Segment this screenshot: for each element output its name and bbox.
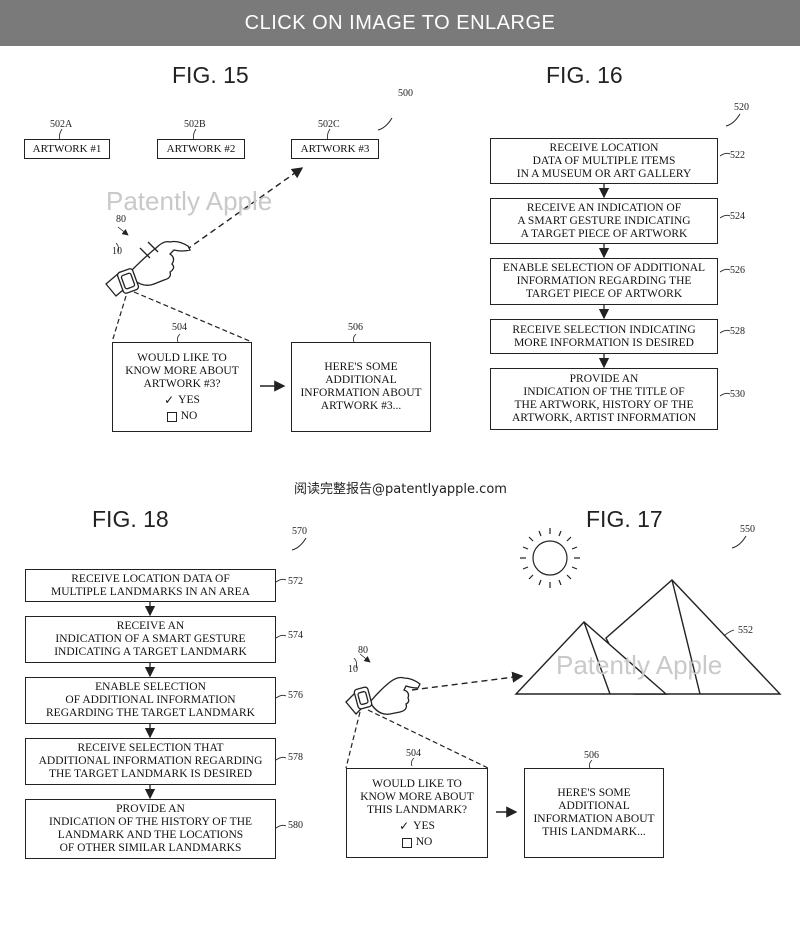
report-link[interactable]: 阅读完整报告@patentlyapple.com [294, 482, 507, 497]
fig16-step-ref: 528 [730, 326, 745, 337]
pyramids-ref: 552 [738, 625, 753, 636]
fig17-gesture-arrow [411, 671, 524, 691]
popup-question: WOULD LIKE TO KNOW MORE ABOUT THIS LANDM… [360, 778, 474, 816]
no-label: NO [415, 836, 433, 848]
fig17-ref-main: 550 [740, 524, 755, 535]
fig15-popup-card: WOULD LIKE TO KNOW MORE ABOUT ARTWORK #3… [112, 342, 252, 432]
watermark: Patently Apple [556, 650, 723, 680]
fig18-step-ref: 576 [288, 690, 303, 701]
fig18-ref-main: 570 [292, 526, 307, 537]
fig18-step-ref: 578 [288, 752, 303, 763]
fig16-title: FIG. 16 [546, 62, 623, 88]
fig16-step-box: RECEIVE LOCATION DATA OF MULTIPLE ITEMS … [490, 138, 718, 184]
fig15-hand-ref: 80 [116, 214, 126, 225]
fig15-ref-main: 500 [398, 88, 413, 99]
fig17-watch-ref: 10 [348, 664, 358, 675]
artwork-3-ref: 502C [318, 119, 340, 130]
no-label: NO [180, 410, 198, 422]
fig16-step-box: RECEIVE AN INDICATION OF A SMART GESTURE… [490, 198, 718, 244]
fig17-popup-callout-right [367, 709, 489, 769]
fig15-popup-callout-right [133, 291, 253, 343]
fig18-step-box: RECEIVE SELECTION THAT ADDITIONAL INFORM… [25, 738, 276, 785]
fig18-step-box: PROVIDE AN INDICATION OF THE HISTORY OF … [25, 799, 276, 859]
fig16-ref-main: 520 [734, 102, 749, 113]
fig18-step-ref: 574 [288, 630, 303, 641]
fig17-popup-callout-left [345, 711, 361, 769]
fig15-gesture-arrow [185, 167, 304, 251]
no-option[interactable]: NO [113, 410, 251, 423]
fig15-watch-icon [105, 268, 140, 297]
fig15-info-card: HERE'S SOME ADDITIONAL INFORMATION ABOUT… [291, 342, 431, 432]
fig18-title: FIG. 18 [92, 506, 169, 532]
fig17-popup-card: WOULD LIKE TO KNOW MORE ABOUT THIS LANDM… [346, 768, 488, 858]
fig16-step-ref: 522 [730, 150, 745, 161]
no-option[interactable]: NO [347, 836, 487, 849]
fig16-step-box: RECEIVE SELECTION INDICATING MORE INFORM… [490, 319, 718, 354]
fig18-step-ref: 580 [288, 820, 303, 831]
fig16-step-box: ENABLE SELECTION OF ADDITIONAL INFORMATI… [490, 258, 718, 305]
fig17-hand-ref: 80 [358, 645, 368, 656]
fig15-info-ref: 506 [348, 322, 363, 333]
fig15-popup-callout-left [111, 295, 127, 343]
fig17-watch-icon [345, 686, 373, 715]
check-icon: ✓ [164, 393, 175, 407]
fig16-step-box: PROVIDE AN INDICATION OF THE TITLE OF TH… [490, 368, 718, 430]
artwork-2-ref: 502B [184, 119, 206, 130]
sun-icon [520, 528, 580, 588]
yes-option[interactable]: ✓ YES [113, 394, 251, 407]
fig18-step-box: RECEIVE AN INDICATION OF A SMART GESTURE… [25, 616, 276, 663]
fig15-title: FIG. 15 [172, 62, 249, 88]
checkbox-icon [166, 411, 177, 422]
artwork-3-box: ARTWORK #3 [291, 139, 379, 159]
fig17-info-card: HERE'S SOME ADDITIONAL INFORMATION ABOUT… [524, 768, 664, 858]
artwork-1-ref: 502A [50, 119, 73, 130]
watermark: Patently Apple [106, 186, 273, 216]
check-icon: ✓ [399, 819, 410, 833]
pyramids-icon [514, 579, 782, 695]
yes-label: YES [413, 820, 435, 832]
fig15-hand-icon [131, 240, 191, 286]
fig17-info-ref: 506 [584, 750, 599, 761]
yes-label: YES [178, 394, 200, 406]
checkbox-icon [401, 837, 412, 848]
artwork-2-box: ARTWORK #2 [157, 139, 245, 159]
fig18-step-box: RECEIVE LOCATION DATA OF MULTIPLE LANDMA… [25, 569, 276, 602]
fig16-step-ref: 524 [730, 211, 745, 222]
fig15-popup-ref: 504 [172, 322, 187, 333]
popup-question: WOULD LIKE TO KNOW MORE ABOUT ARTWORK #3… [125, 352, 239, 390]
fig18-step-ref: 572 [288, 576, 303, 587]
fig17-hand-icon [369, 676, 421, 715]
fig16-step-ref: 530 [730, 389, 745, 400]
fig16-step-ref: 526 [730, 265, 745, 276]
fig17-title: FIG. 17 [586, 506, 663, 532]
yes-option[interactable]: ✓ YES [347, 820, 487, 833]
fig15-watch-ref: 10 [112, 246, 122, 257]
enlarge-banner[interactable]: CLICK ON IMAGE TO ENLARGE [0, 0, 800, 46]
artwork-1-box: ARTWORK #1 [24, 139, 110, 159]
fig15-ref-500-leader [377, 117, 393, 131]
fig17-popup-ref: 504 [406, 748, 421, 759]
fig18-step-box: ENABLE SELECTION OF ADDITIONAL INFORMATI… [25, 677, 276, 724]
